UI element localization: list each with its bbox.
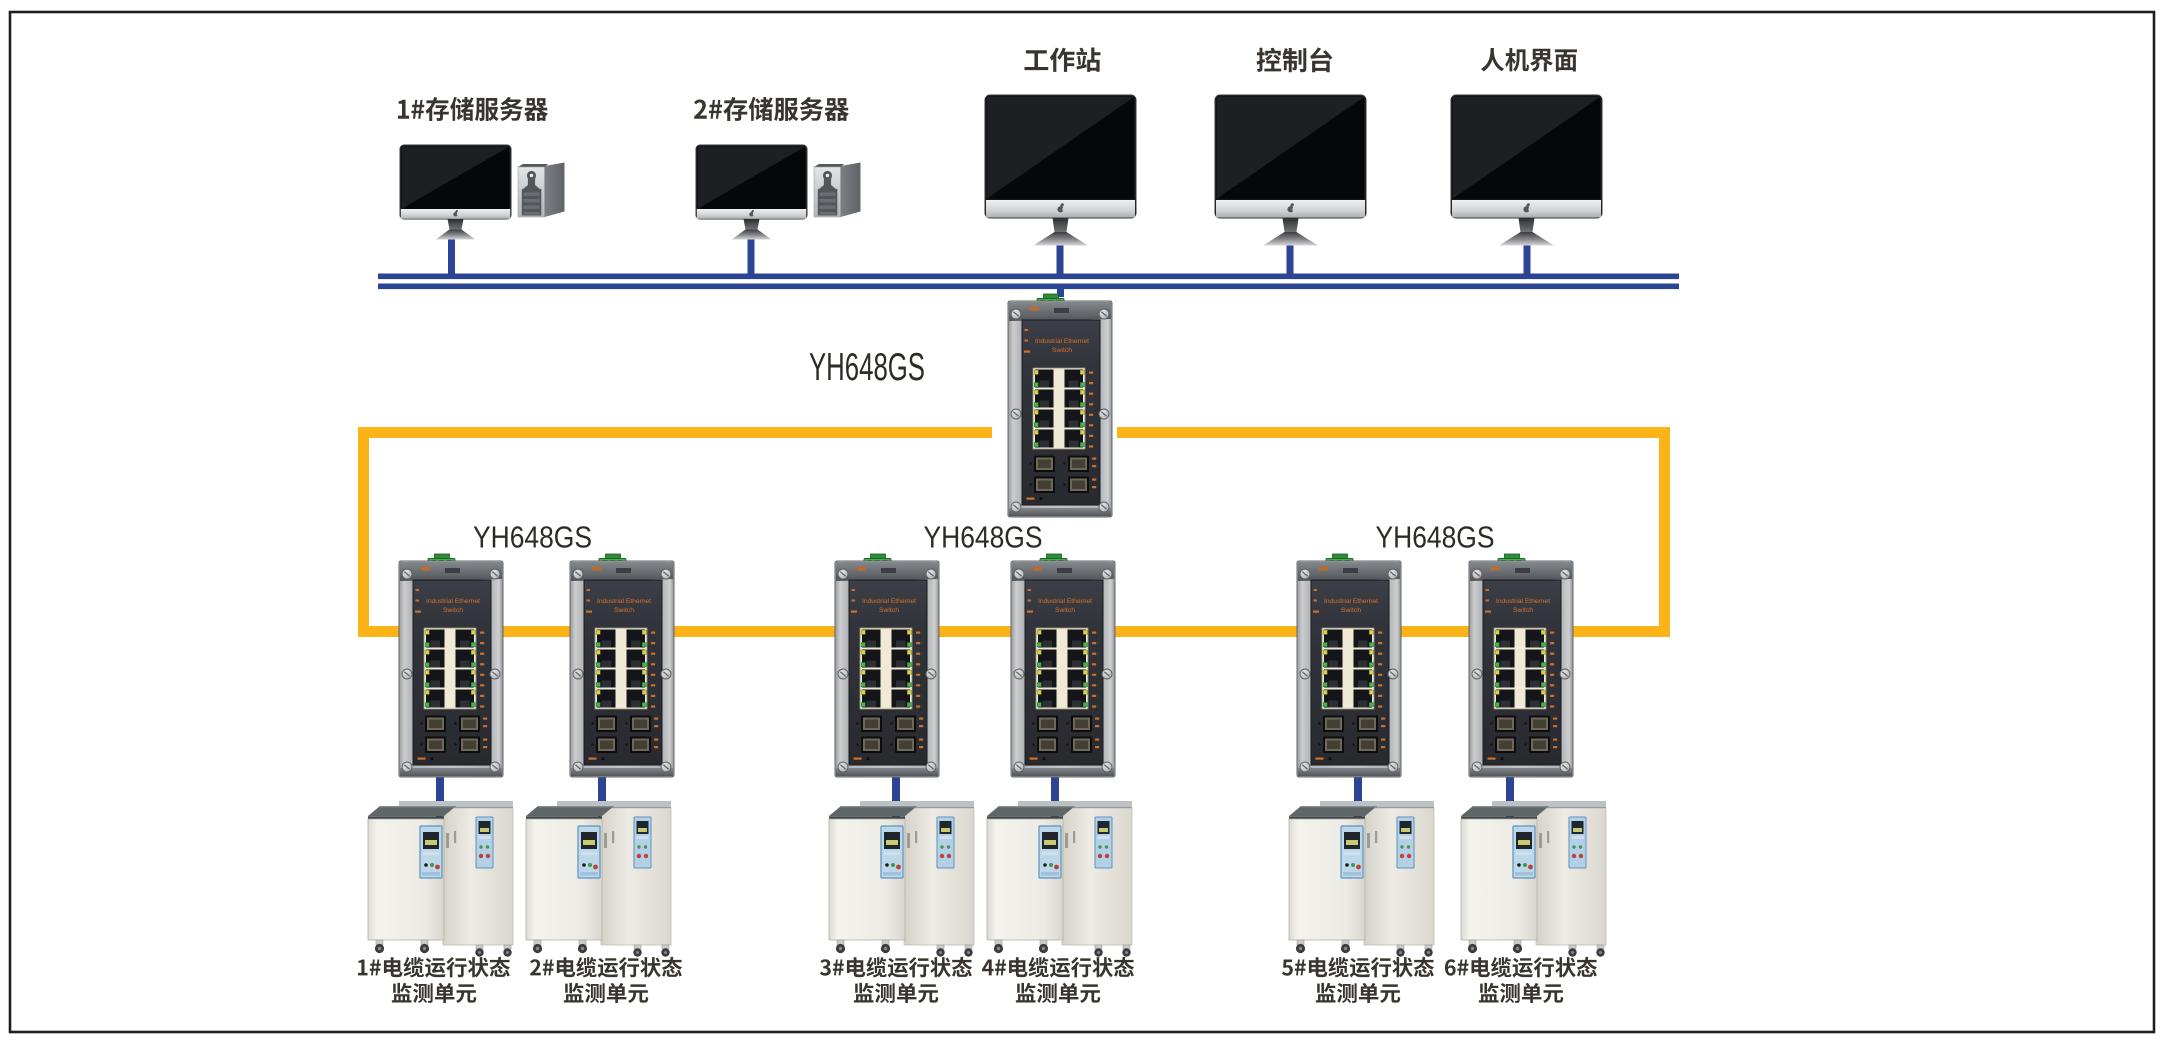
svg-text:YH648GS: YH648GS: [473, 521, 592, 555]
svg-text:YH648GS: YH648GS: [924, 521, 1043, 555]
svg-text:YH648GS: YH648GS: [809, 346, 925, 389]
svg-text:YH648GS: YH648GS: [1376, 521, 1495, 555]
